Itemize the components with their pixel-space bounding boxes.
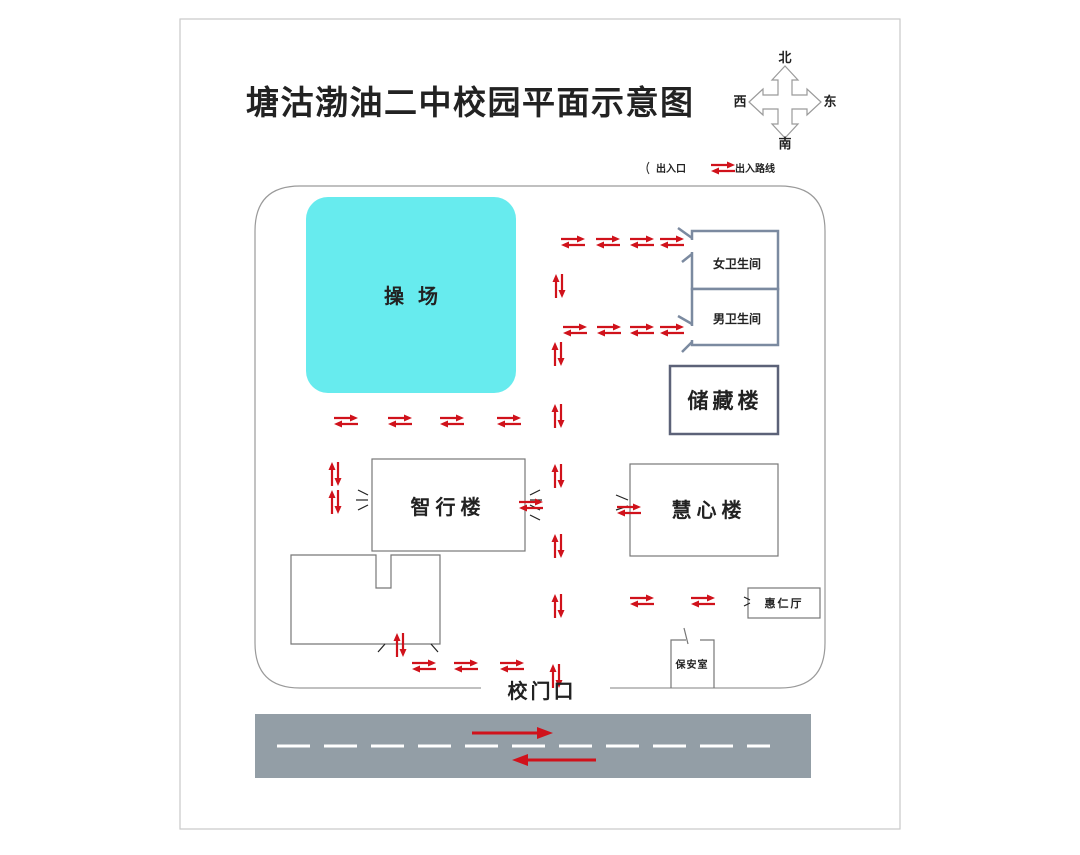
security-room-door [683,627,689,645]
womens-restroom-door [677,226,693,263]
security-room-label: 保安室 [675,658,709,671]
entrance-legend-label: 出入口 [656,162,686,175]
playground-label: 操 场 [384,284,438,308]
road-traffic-arrows [472,727,596,766]
compass-north-label: 北 [778,51,791,66]
entrance-legend-icon [646,161,650,175]
map-title: 塘沽渤油二中校园平面示意图 [246,83,695,122]
playground [306,197,516,393]
compass-rose-icon [748,65,822,139]
zhixing-building-label: 智行楼 [411,495,486,519]
map-frame [179,18,901,830]
security-room [670,639,715,688]
annex-building [290,554,441,645]
womens-restroom [690,229,780,291]
compass-south-label: 南 [778,136,791,152]
zhixing-building [371,458,526,552]
huixin-building [629,463,779,557]
school-gate-label: 校门口 [508,679,577,703]
storage-building-label: 储藏楼 [688,389,763,413]
campus-boundary [254,185,826,689]
storage-building [668,364,780,436]
huiren-hall [747,587,821,619]
mens-restroom-label: 男卫生间 [713,311,761,326]
compass-east-label: 东 [823,94,836,110]
huiren-hall-label: 惠仁厅 [765,596,804,610]
route-legend-label: 出入路线 [735,162,775,175]
mens-restroom [690,287,780,347]
womens-restroom-label: 女卫生间 [713,256,761,271]
compass-west-label: 西 [733,95,746,110]
mens-restroom-door [677,314,693,353]
huixin-building-label: 慧心楼 [672,498,747,522]
